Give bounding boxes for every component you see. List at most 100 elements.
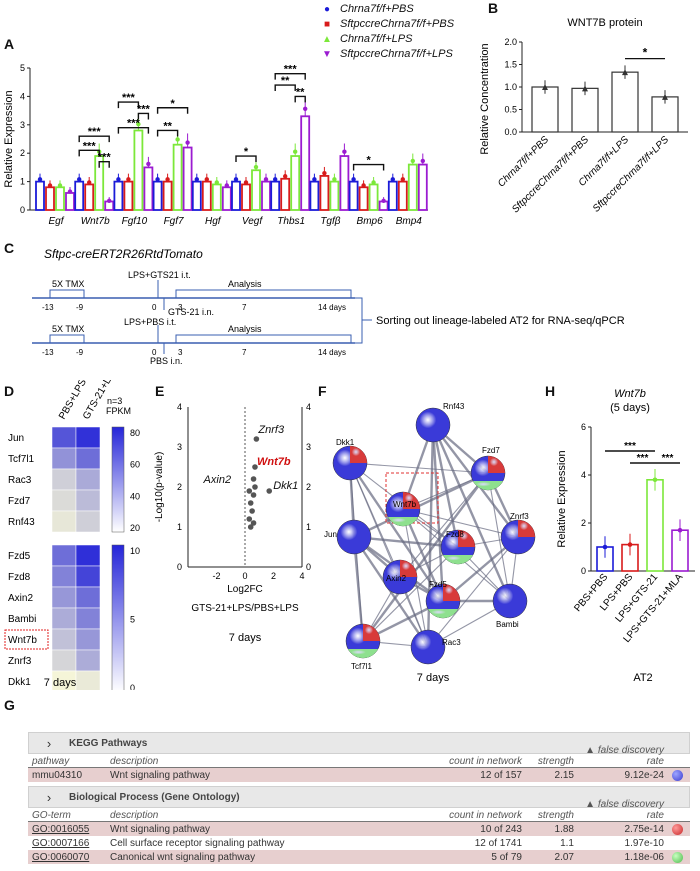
tick-label: 3 (178, 303, 183, 312)
colorbar-tick: 60 (130, 460, 140, 470)
colorbar-tick: 5 (130, 615, 135, 625)
y-axis-label: Relative Expression (3, 90, 15, 187)
y-tick-label-right: 2 (306, 482, 311, 492)
row-label: Znrf3 (8, 656, 32, 667)
legend-entry: ▲Chrna7f/f+LPS (322, 32, 454, 47)
color-dot-icon[interactable] (671, 769, 683, 781)
bar (84, 183, 95, 211)
tick-label: -9 (76, 348, 84, 357)
table-row[interactable]: GO:0007166 Cell surface receptor signali… (28, 836, 690, 850)
kegg-header-bar[interactable]: › KEGG Pathways (28, 732, 690, 754)
panel-label-b: B (488, 0, 499, 16)
y-tick-label-right: 3 (306, 442, 311, 452)
row-description: Wnt signaling pathway (110, 823, 211, 835)
data-point (47, 183, 53, 188)
tmx-box-top (49, 289, 85, 299)
legend-label: Chrna7f/f+PBS (340, 3, 414, 15)
bar (221, 186, 232, 211)
point-annotation: Wnt7b (257, 456, 291, 468)
data-point (322, 170, 327, 176)
bar (251, 169, 261, 211)
tick-label: 14 days (318, 348, 346, 357)
network-edge (431, 424, 460, 548)
column-header[interactable]: GO-term (32, 810, 71, 821)
data-point (175, 137, 180, 142)
bar (646, 479, 664, 572)
analysis-box-top (175, 289, 352, 299)
data-point (37, 177, 43, 182)
column-header[interactable]: strength (537, 756, 574, 767)
heatmap-cell (51, 607, 77, 630)
x-tick-label: Tgfβ (320, 216, 340, 227)
bar (143, 166, 154, 211)
y-tick-label: 0 (20, 205, 25, 215)
legend-label: SftpccreChrna7f/f+LPS (340, 48, 453, 60)
data-point (87, 180, 92, 185)
column-header[interactable]: ▲ false discovery rate (585, 799, 664, 821)
tick-label: 0 (152, 303, 157, 312)
y-tick-label: 5 (20, 63, 25, 73)
color-dot-icon[interactable] (671, 851, 683, 863)
column-header[interactable]: description (110, 756, 159, 767)
network-node-label: Znrf3 (510, 512, 529, 521)
network-node-label: Jun (324, 530, 337, 539)
table-row[interactable]: GO:0060070 Canonical wnt signaling pathw… (28, 850, 690, 864)
column-header[interactable]: pathway (32, 756, 70, 767)
column-header[interactable]: count in network (449, 810, 522, 821)
data-point (312, 177, 317, 182)
bar (133, 129, 144, 211)
chevron-right-icon[interactable]: › (46, 789, 52, 805)
row-id-link[interactable]: GO:0060070 (32, 851, 90, 863)
column-header[interactable]: description (110, 810, 159, 821)
y-tick-label: 0.0 (504, 127, 517, 137)
bar (35, 180, 45, 211)
significance-bracket (274, 72, 306, 80)
table-row[interactable]: mmu04310 Wnt signaling pathway 12 of 157… (28, 768, 690, 782)
panel-label-f: F (318, 383, 327, 399)
y-tick-label: 4 (177, 402, 182, 412)
bar (290, 155, 301, 211)
column-header[interactable]: count in network (449, 756, 522, 767)
row-id-link[interactable]: GO:0016055 (32, 823, 90, 835)
bar (319, 175, 330, 211)
bar (611, 71, 639, 133)
network-edge (352, 536, 365, 642)
bar (55, 186, 65, 211)
footer: 7 days (417, 672, 450, 684)
network-node-label: Rac3 (442, 638, 461, 647)
significance-label: *** (662, 453, 674, 464)
significance-label: *** (127, 118, 141, 130)
y-tick-label: 4 (20, 91, 25, 101)
row-strength: 1.88 (554, 823, 574, 835)
network-node-label: Wnt7b (393, 500, 417, 509)
data-point (263, 177, 269, 182)
row-id-link[interactable]: GO:0007166 (32, 837, 90, 849)
y-tick-label: 0.5 (504, 105, 517, 115)
data-point (381, 198, 386, 203)
significance-label: ** (163, 120, 172, 132)
row-strength: 1.1 (560, 837, 574, 849)
row-label: Fzd7 (8, 496, 31, 507)
bar (231, 180, 241, 211)
table-row[interactable]: GO:0016055 Wnt signaling pathway 10 of 2… (28, 822, 690, 836)
heatmap-cell (51, 447, 77, 470)
bar (397, 180, 408, 211)
go-title: Biological Process (Gene Ontology) (69, 791, 240, 803)
network-node (492, 583, 528, 619)
footer: 7 days (229, 632, 262, 644)
significance-label: *** (88, 126, 102, 138)
heatmap-cell (75, 447, 101, 470)
bar (368, 183, 379, 211)
data-point (247, 524, 254, 530)
color-dot-icon[interactable] (671, 823, 683, 835)
data-point (224, 183, 229, 188)
chevron-right-icon[interactable]: › (46, 735, 52, 751)
go-header-bar[interactable]: › Biological Process (Gene Ontology) (28, 786, 690, 808)
y-axis-label: Relative Expression (556, 450, 568, 547)
data-point (126, 177, 131, 182)
network-node (415, 407, 451, 443)
column-header[interactable]: ▲ false discovery rate (585, 745, 664, 767)
column-header[interactable]: strength (537, 810, 574, 821)
x-tick-label: Thbs1 (277, 216, 305, 227)
